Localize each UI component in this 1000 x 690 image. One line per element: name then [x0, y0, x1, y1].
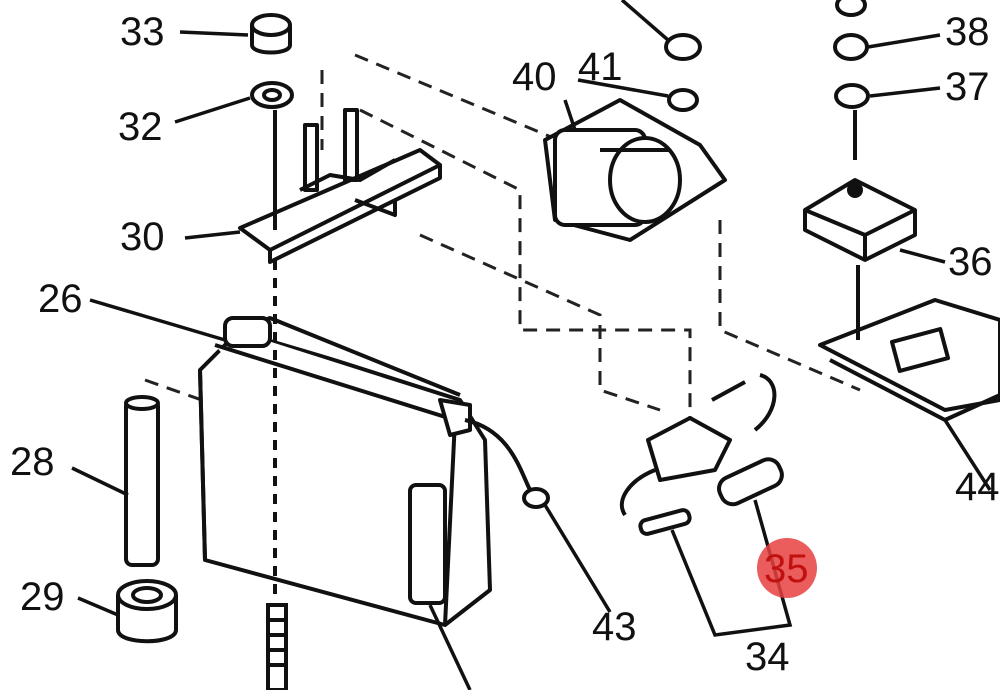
callout-44: 44	[955, 465, 1000, 509]
part-29-cap	[116, 579, 178, 644]
callout-37: 37	[945, 65, 990, 109]
callout-41: 41	[578, 45, 623, 89]
callout-33: 33	[120, 10, 165, 54]
callout-29: 29	[20, 575, 65, 619]
callout-35: 35	[764, 547, 809, 591]
highlight-circle	[757, 538, 817, 598]
callout-30: 30	[120, 215, 165, 259]
part-26-box	[198, 316, 492, 627]
callout-43: 43	[592, 605, 637, 649]
long-bolt	[266, 110, 288, 690]
part-43-lead	[464, 418, 550, 509]
part-37-washer	[834, 83, 870, 109]
part-34-fuse-assembly	[619, 373, 777, 536]
part-35-fuse	[717, 457, 784, 507]
leader-lines	[71, 0, 992, 690]
part-30-bracket	[238, 108, 442, 264]
part-33-nut	[250, 13, 292, 55]
callout-34: 34	[745, 635, 790, 679]
callout-36: 36	[948, 240, 993, 284]
callout-40: 40	[512, 55, 557, 99]
part-44-plate	[818, 298, 1000, 422]
callout-28: 28	[10, 440, 55, 484]
callout-32: 32	[118, 105, 163, 149]
part-40-relay	[543, 98, 727, 242]
part-41-nut	[664, 33, 702, 112]
callout-26: 26	[38, 277, 83, 321]
callout-labels: 33 32 30 26 28 29 40 41 38 37 36 44 43 3…	[10, 10, 1000, 679]
part-38-nut	[833, 0, 869, 61]
part-36-holder	[803, 110, 917, 340]
part-32-washer	[250, 81, 294, 109]
callout-38: 38	[945, 10, 990, 54]
part-28-pipe	[124, 395, 160, 567]
